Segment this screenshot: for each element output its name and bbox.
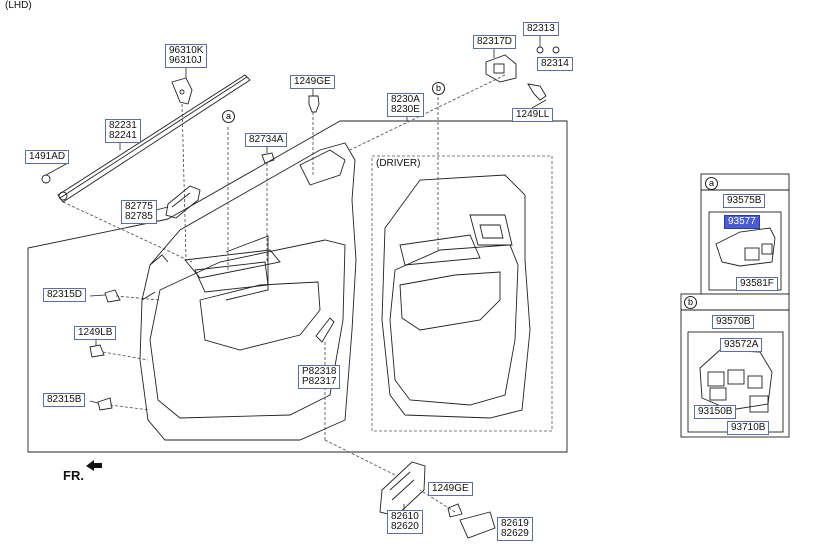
- part-82734a[interactable]: 82734A: [245, 133, 288, 147]
- part-82610[interactable]: 82610 82620: [387, 510, 423, 534]
- variant-note: (LHD): [5, 0, 32, 11]
- part-82315b[interactable]: 82315B: [43, 393, 86, 407]
- small-trim-clip: [261, 152, 275, 164]
- part-93150b[interactable]: 93150B: [694, 405, 737, 419]
- part-8230[interactable]: 8230A 8230E: [387, 93, 424, 117]
- part-93572a[interactable]: 93572A: [720, 338, 763, 352]
- part-82775[interactable]: 82775 82785: [121, 200, 157, 224]
- part-93577[interactable]: 93577: [724, 215, 760, 229]
- part-93570b[interactable]: 93570B: [712, 315, 755, 329]
- bracket-assembly: [485, 46, 560, 83]
- part-1491ad[interactable]: 1491AD: [25, 150, 70, 164]
- screws: [41, 83, 547, 518]
- detail-b-callout: b: [684, 296, 697, 309]
- trim-strip: [315, 317, 335, 343]
- callout-b: b: [432, 82, 445, 95]
- part-93575b[interactable]: 93575B: [723, 194, 766, 208]
- part-96310[interactable]: 96310K 96310J: [165, 44, 208, 68]
- driver-label: (DRIVER): [376, 158, 421, 169]
- part-82619[interactable]: 82619 82629: [497, 517, 533, 541]
- part-82314[interactable]: 82314: [537, 57, 573, 71]
- driver-door-panel: [381, 174, 531, 419]
- part-93710b[interactable]: 93710B: [727, 421, 770, 435]
- part-1249ll[interactable]: 1249LL: [512, 108, 554, 122]
- part-82317d[interactable]: 82317D: [473, 35, 517, 49]
- pull-handle: [165, 185, 201, 219]
- belt-weatherstrip: [57, 74, 251, 203]
- part-1249lb[interactable]: 1249LB: [74, 326, 117, 340]
- mirror-cover-clip: [171, 77, 193, 105]
- speaker-grille: [379, 461, 426, 517]
- part-82315d[interactable]: 82315D: [43, 288, 87, 302]
- callout-a: a: [222, 110, 235, 123]
- leader-lines: [62, 74, 506, 513]
- label-leaders: [45, 34, 547, 516]
- assembly-frame: [27, 120, 568, 453]
- part-82231[interactable]: 82231 82241: [105, 119, 141, 143]
- part-1249ge-bottom[interactable]: 1249GE: [428, 482, 473, 496]
- part-1249ge-top[interactable]: 1249GE: [290, 75, 335, 89]
- door-trim-panel: [139, 142, 357, 441]
- front-direction-arrow-icon: [86, 460, 102, 471]
- part-p82318[interactable]: P82318 P82317: [298, 365, 341, 389]
- front-label: FR.: [63, 468, 84, 483]
- detail-a-box: [700, 173, 790, 295]
- part-93581f[interactable]: 93581F: [736, 277, 778, 291]
- detail-a-callout: a: [705, 177, 718, 190]
- driver-detail-box: [371, 155, 553, 432]
- part-82313[interactable]: 82313: [523, 22, 559, 36]
- bottom-cover: [459, 511, 496, 539]
